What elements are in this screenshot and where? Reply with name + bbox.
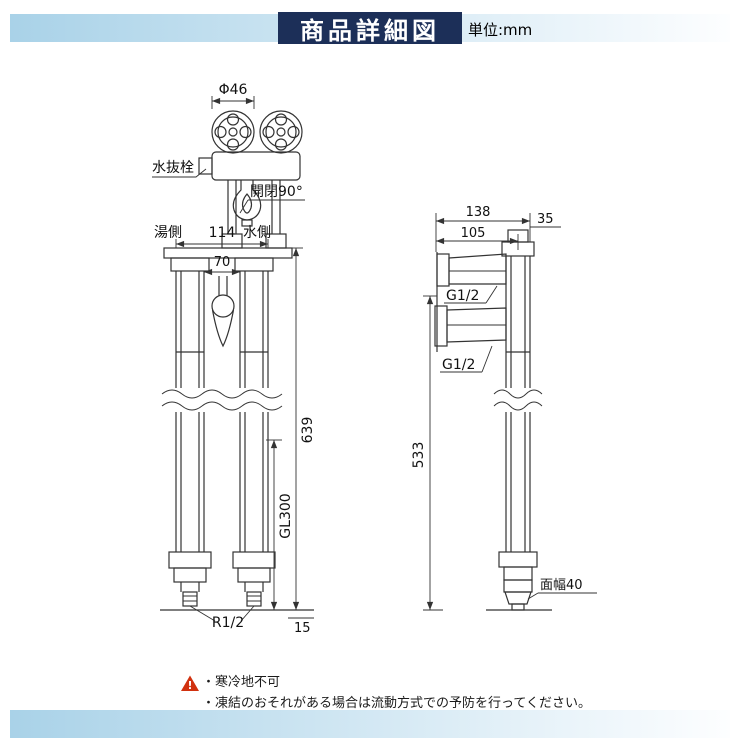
dim-15-label: 15 — [294, 621, 311, 636]
front-dimension-lines — [152, 96, 305, 622]
dim-35-label: 35 — [537, 212, 554, 227]
footer-notes: ・寒冷地不可 ・凍結のおそれがある場合は流動方式での予防を行ってください。 — [202, 672, 591, 714]
dim-105-label: 105 — [461, 226, 486, 241]
thread-g12-bottom-label: G1/2 — [442, 357, 475, 373]
dim-114-label: 114 — [209, 225, 236, 241]
dim-70-label: 70 — [214, 255, 231, 270]
note-line-1: ・寒冷地不可 — [202, 675, 281, 690]
note-line-2: ・凍結のおそれがある場合は流動方式での予防を行ってください。 — [202, 696, 591, 711]
side-view: 138 105 35 G1/2 G1/2 533 面幅40 — [411, 205, 597, 611]
unit-label: 単位:mm — [468, 21, 533, 39]
front-view: Φ46 水抜栓 開閉90° 湯側 114 水側 70 639 GL300 R1/… — [152, 82, 316, 636]
page-title: 商品詳細図 — [278, 12, 462, 45]
dim-138-label: 138 — [466, 205, 491, 220]
dim-639-label: 639 — [300, 417, 316, 444]
dim-533-label: 533 — [411, 442, 427, 469]
cold-side-label: 水側 — [243, 225, 271, 241]
thread-g12-top-label: G1/2 — [446, 288, 479, 304]
thread-r12-label: R1/2 — [212, 615, 244, 631]
drain-plug-label: 水抜栓 — [152, 160, 194, 176]
open-close-label: 開閉90° — [250, 184, 303, 200]
footer-strip — [10, 710, 730, 738]
dim-gl300-label: GL300 — [278, 493, 294, 538]
twin-pipe-post-front — [160, 247, 314, 619]
face-width-label: 面幅40 — [540, 578, 583, 593]
dim-phi46-label: Φ46 — [219, 82, 248, 98]
post-side — [423, 229, 552, 611]
warning-exclamation: ! — [187, 679, 192, 692]
side-dimension-lines — [423, 213, 597, 610]
warning-icon: ! — [180, 674, 200, 696]
hot-side-label: 湯側 — [154, 224, 182, 241]
